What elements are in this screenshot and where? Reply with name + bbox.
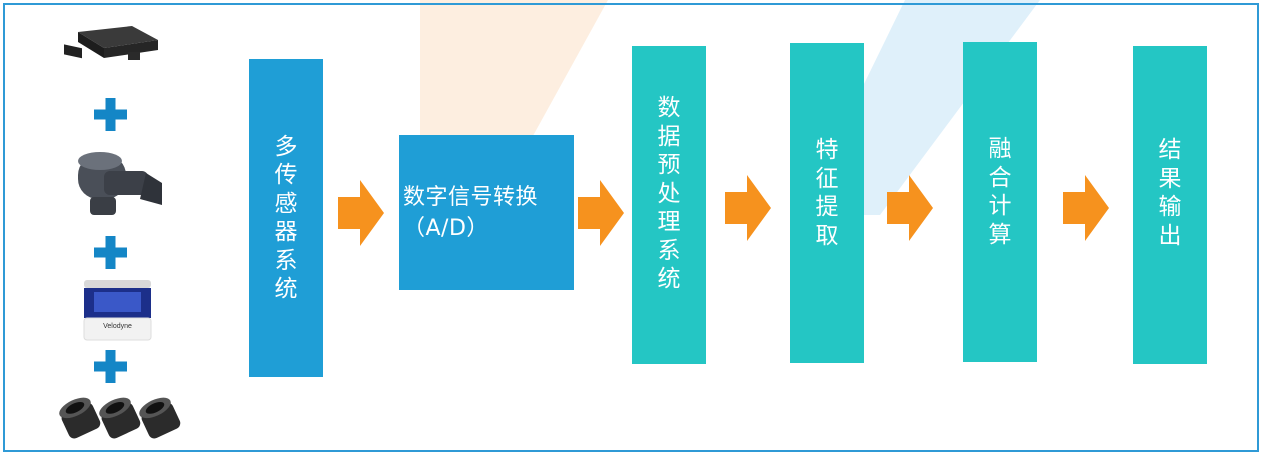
block-label-char: 系	[274, 247, 298, 274]
block-label-char: 数	[657, 95, 681, 121]
block-fusion-computation: 融合计算	[963, 42, 1037, 362]
block-label-char: 提	[815, 194, 839, 220]
block-ad-conversion: 数字信号转换（A/D）	[399, 135, 574, 290]
block-label: 数据预处理系统	[658, 94, 681, 294]
block-label: 特征提取	[816, 136, 839, 250]
flow-arrow	[887, 175, 933, 241]
lidar-icon: Velodyne	[80, 276, 155, 342]
block-label-char: 合	[988, 164, 1012, 191]
plus-icon	[94, 350, 127, 383]
flow-arrow	[338, 180, 384, 246]
block-label: 多传感器系统	[275, 133, 298, 304]
block-label-char: 计	[988, 193, 1012, 219]
block-label-char: 据	[657, 123, 681, 150]
block-label-char: 理	[657, 209, 681, 235]
lidar-brand-label: Velodyne	[103, 323, 132, 330]
block-label-char: 出	[1158, 222, 1182, 249]
block-label-char: 取	[815, 222, 839, 249]
block-label-char: 输	[1158, 194, 1182, 220]
block-label-char: 算	[988, 221, 1012, 248]
block-result-output: 结果输出	[1133, 46, 1207, 364]
block-label: 融合计算	[989, 135, 1012, 249]
plus-icon	[94, 236, 127, 269]
block-label-char: 结	[1158, 137, 1182, 163]
block-label-char: 果	[1158, 165, 1182, 192]
block-label-char: 传	[274, 162, 298, 188]
block-label: 结果输出	[1159, 136, 1182, 250]
camera-lenses-icon	[59, 397, 181, 439]
diagram-frame	[3, 3, 1259, 452]
block-label-char: 统	[657, 266, 681, 292]
block-label-char: 特	[815, 137, 839, 163]
block-label-char: 器	[274, 219, 298, 245]
block-label: 数字信号转换（A/D）	[403, 184, 539, 241]
block-label-char: 系	[657, 237, 681, 264]
block-label-char: 融	[988, 136, 1012, 162]
block-label-char: 感	[274, 190, 298, 217]
flow-arrow	[578, 180, 624, 246]
radar-module-icon	[64, 26, 158, 60]
block-multi-sensor-system: 多传感器系统	[249, 59, 323, 377]
block-label-char: 处	[657, 180, 681, 207]
flow-arrow	[725, 175, 771, 241]
plus-icon	[94, 98, 127, 131]
block-label-char: 多	[274, 133, 298, 160]
block-label-char: 预	[657, 152, 681, 178]
ultrasonic-sensor-icon	[78, 152, 162, 215]
flow-arrow	[1063, 175, 1109, 241]
block-feature-extraction: 特征提取	[790, 43, 864, 363]
block-label-char: 统	[274, 276, 298, 302]
block-preprocessing-system: 数据预处理系统	[632, 46, 706, 364]
block-label-char: 征	[815, 165, 839, 192]
